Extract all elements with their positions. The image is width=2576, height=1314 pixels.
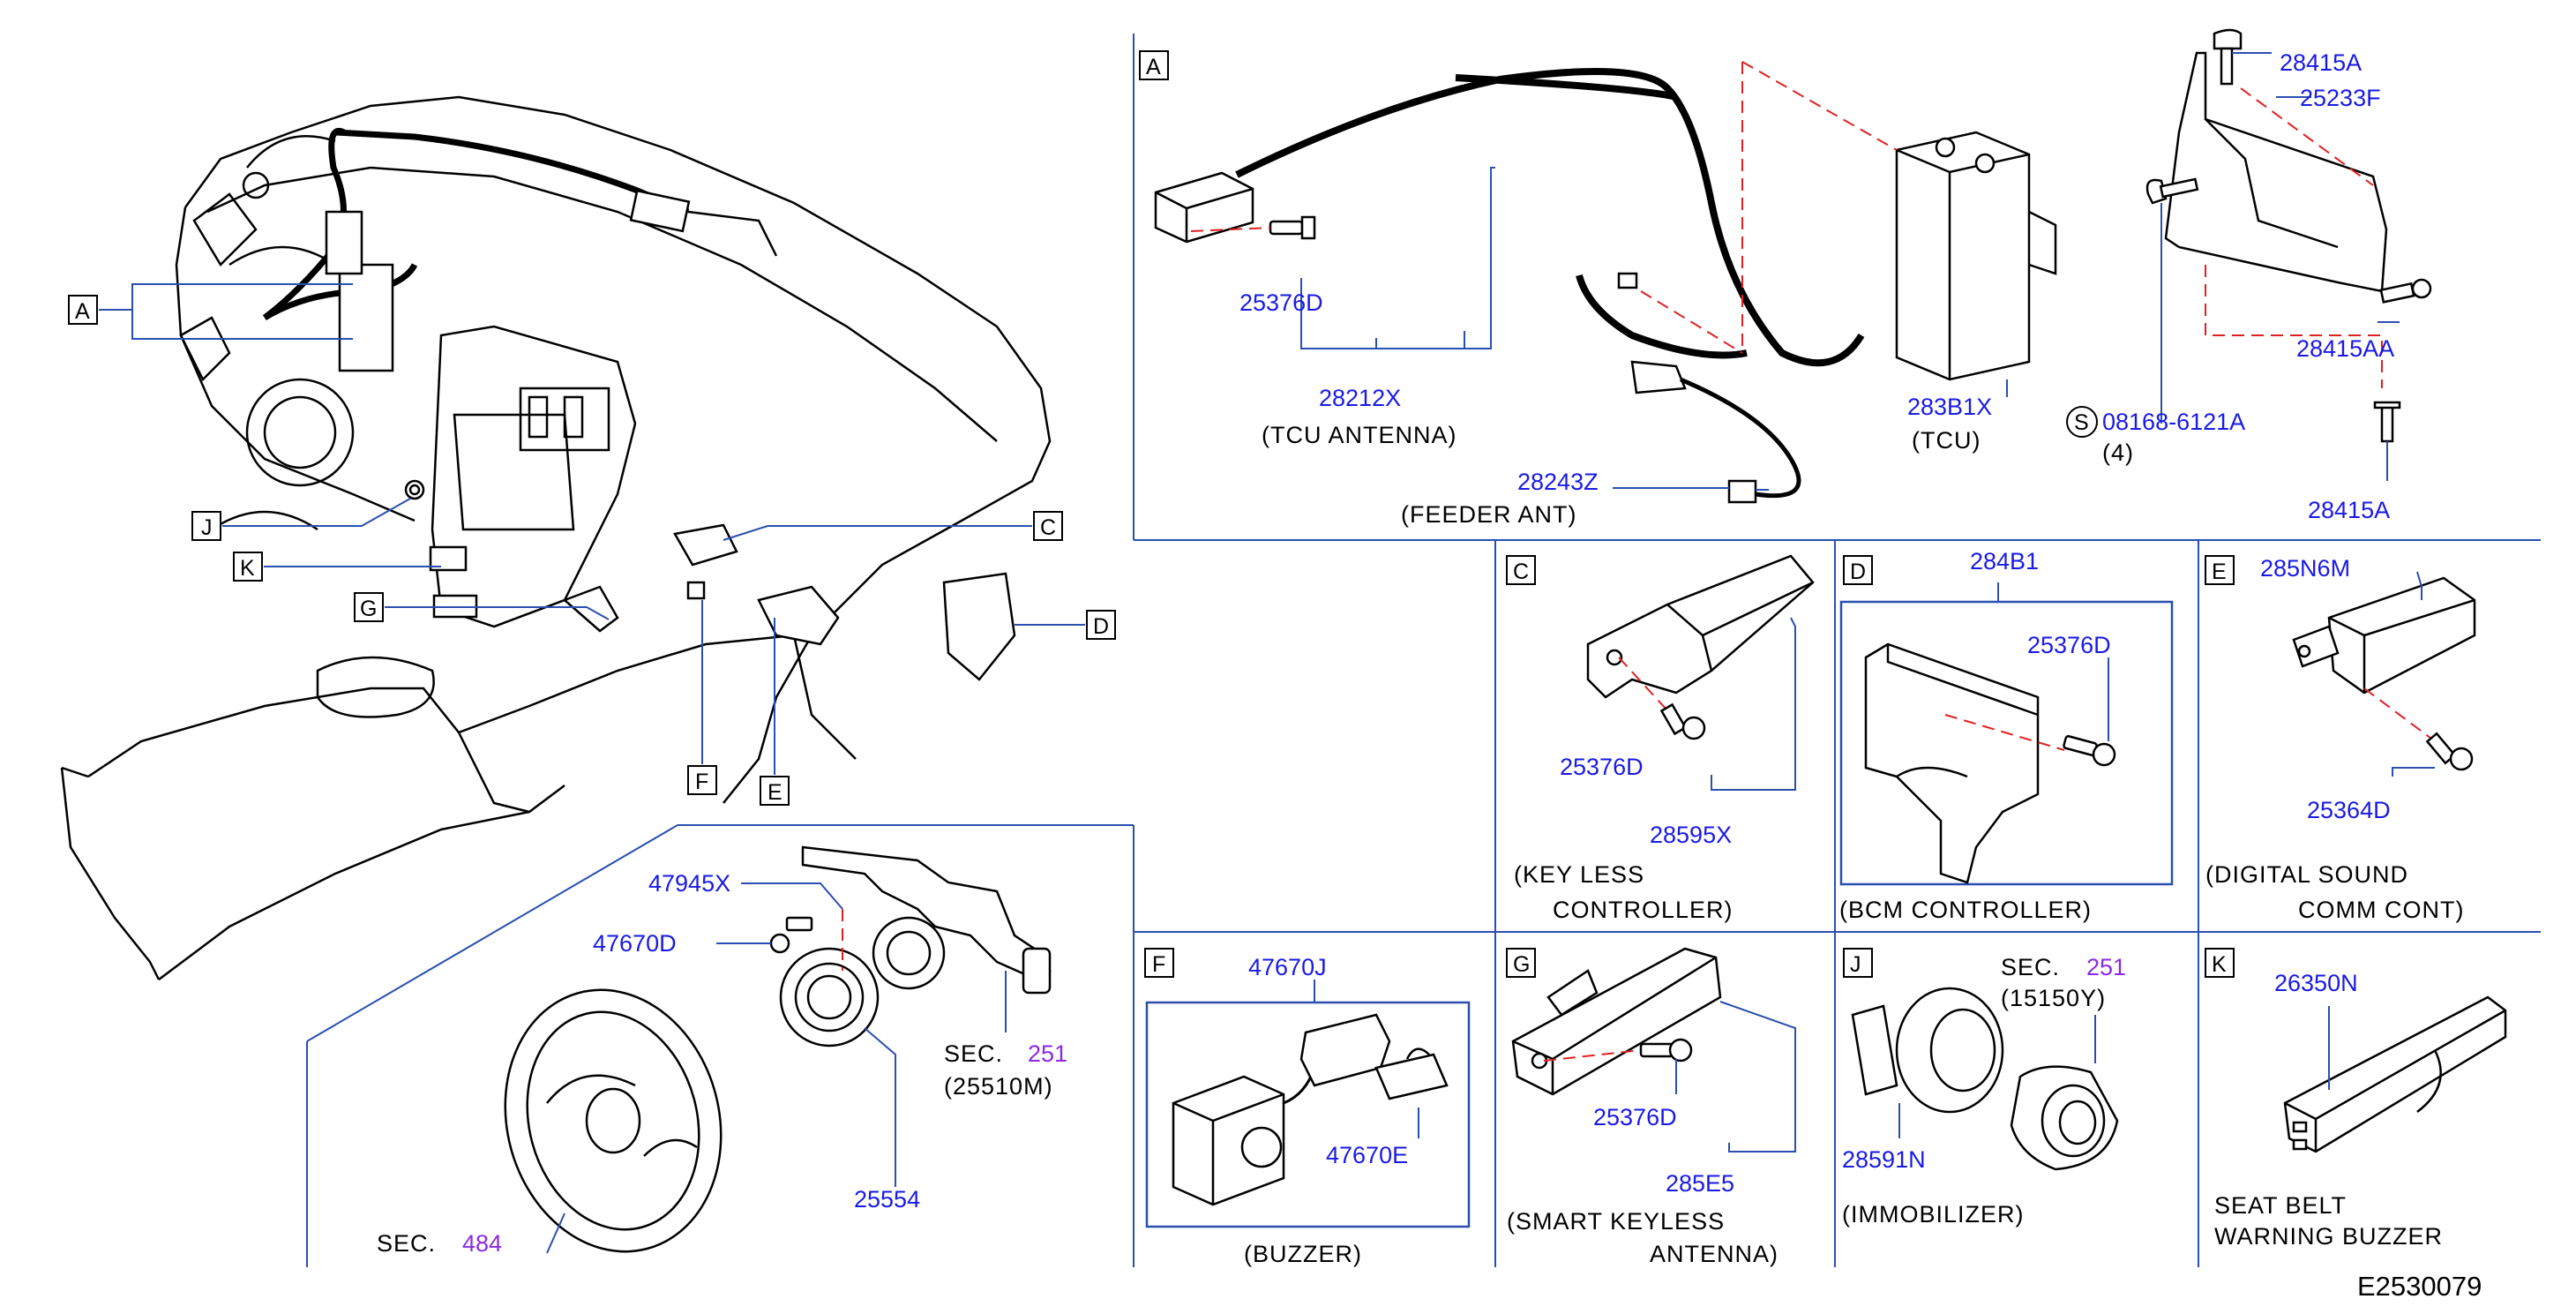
svg-text:WARNING BUZZER: WARNING BUZZER — [2214, 1223, 2443, 1250]
s-symbol — [2066, 406, 2098, 438]
callout-a: A — [68, 283, 353, 340]
svg-text:(4): (4) — [2102, 439, 2134, 466]
svg-text:251: 251 — [1028, 1040, 1067, 1067]
svg-text:284B1: 284B1 — [1970, 548, 2039, 574]
svg-text:(BCM CONTROLLER): (BCM CONTROLLER) — [1839, 897, 2092, 923]
svg-text:G: G — [360, 597, 377, 621]
svg-text:25376D: 25376D — [1239, 289, 1323, 316]
svg-text:S: S — [2074, 410, 2089, 435]
svg-text:K: K — [240, 556, 255, 581]
svg-text:47945X: 47945X — [648, 870, 730, 897]
svg-text:G: G — [1513, 952, 1530, 977]
callout-g: G — [354, 592, 610, 622]
svg-text:(SMART KEYLESS: (SMART KEYLESS — [1507, 1208, 1725, 1235]
svg-text:251: 251 — [2086, 954, 2126, 980]
svg-text:SEC.: SEC. — [2001, 954, 2060, 980]
svg-text:285N6M: 285N6M — [2260, 555, 2350, 582]
panel-j-immobilizer: J 28591N SEC. 251 (15150Y) (IMMOBILIZER) — [1842, 948, 2126, 1228]
bcm-unit — [1864, 642, 2040, 884]
svg-text:COMM CONT): COMM CONT) — [2298, 897, 2464, 923]
svg-text:25376D: 25376D — [1560, 754, 1644, 780]
svg-text:F: F — [695, 770, 708, 794]
dashboard-illustration — [60, 95, 1052, 980]
svg-text:285E5: 285E5 — [1666, 1170, 1734, 1197]
combination-switch — [801, 845, 1052, 981]
panel-k-seat-belt-buzzer: K 26350N SEAT BELT WARNING BUZZER — [2205, 948, 2507, 1250]
panel-f-buzzer: F 47670J 47670E (BUZZER) — [1144, 948, 1471, 1267]
svg-text:ANTENNA): ANTENNA) — [1650, 1241, 1778, 1267]
svg-text:28591N: 28591N — [1842, 1146, 1926, 1173]
svg-text:25364D: 25364D — [2307, 797, 2391, 823]
panel-c-keyless-controller: C 25376D 28595X (KEY LESS CONTROLLER) — [1506, 554, 1815, 923]
svg-text:D: D — [1850, 559, 1866, 584]
svg-text:D: D — [1093, 614, 1109, 639]
svg-text:08168-6121A: 08168-6121A — [2102, 409, 2245, 435]
buzzer-unit — [1172, 1075, 1285, 1206]
panel-dividers — [306, 34, 2541, 1267]
svg-text:J: J — [201, 515, 213, 540]
panel-e-digital-sound: E 285N6M 25364D (DIGITAL SOUND COMM CONT… — [2205, 555, 2476, 923]
steering-wheel — [504, 988, 723, 1253]
immobilizer-antenna — [1895, 987, 2004, 1114]
panel-g-smart-keyless-antenna: G 25376D 285E5 (SMART KEYLESS ANTENNA) — [1506, 947, 1796, 1267]
svg-text:F: F — [1152, 952, 1165, 977]
svg-text:(TCU): (TCU) — [1912, 427, 1981, 454]
panel-d-bcm: D 284B1 25376D (BCM CONTROLLER) — [1839, 548, 2174, 923]
svg-text:484: 484 — [462, 1230, 502, 1257]
svg-text:(15150Y): (15150Y) — [2001, 985, 2106, 1011]
callout-e: E — [760, 618, 790, 806]
svg-text:26350N: 26350N — [2274, 970, 2358, 996]
svg-text:47670J: 47670J — [1248, 954, 1327, 980]
svg-text:J: J — [1850, 952, 1861, 977]
svg-text:25376D: 25376D — [1593, 1104, 1677, 1130]
svg-text:SEC.: SEC. — [377, 1230, 436, 1257]
tcu-unit — [1895, 131, 2031, 381]
svg-text:SEAT BELT: SEAT BELT — [2214, 1192, 2347, 1219]
svg-text:(DIGITAL SOUND: (DIGITAL SOUND — [2205, 861, 2408, 888]
svg-text:(BUZZER): (BUZZER) — [1244, 1241, 1362, 1267]
svg-text:25376D: 25376D — [2027, 632, 2111, 658]
svg-text:C: C — [1040, 515, 1056, 540]
sound-comm-unit — [2327, 576, 2476, 695]
svg-text:E: E — [2212, 559, 2227, 584]
callout-k: K — [233, 552, 441, 582]
svg-text:28595X: 28595X — [1650, 822, 1732, 848]
svg-text:K: K — [2212, 952, 2227, 977]
keyless-antenna — [1511, 947, 1722, 1096]
panel-a-tcu: A — [1139, 28, 2432, 528]
svg-text:(KEY LESS: (KEY LESS — [1514, 861, 1644, 888]
svg-text:47670D: 47670D — [593, 930, 677, 957]
svg-text:(25510M): (25510M) — [944, 1073, 1053, 1100]
callout-d: D — [1015, 610, 1116, 640]
svg-text:C: C — [1513, 559, 1529, 584]
svg-text:28415A: 28415A — [2280, 49, 2362, 76]
callout-f: F — [687, 600, 717, 795]
overview-callouts: A J K G F E C — [68, 283, 1116, 806]
svg-text:SEC.: SEC. — [944, 1040, 1003, 1067]
keyless-controller-unit — [1586, 554, 1815, 699]
svg-text:283B1X: 283B1X — [1907, 394, 1992, 420]
svg-text:28212X: 28212X — [1319, 385, 1401, 411]
diagram-id: E2530079 — [2357, 1271, 2482, 1302]
callout-j: J — [191, 498, 411, 541]
svg-text:A: A — [1146, 55, 1161, 79]
svg-text:(FEEDER ANT): (FEEDER ANT) — [1401, 501, 1577, 528]
svg-text:25554: 25554 — [854, 1186, 920, 1213]
svg-text:CONTROLLER): CONTROLLER) — [1553, 897, 1734, 923]
svg-text:28415A: 28415A — [2308, 497, 2390, 523]
steering-section: 47945X 47670D 25554 SEC. 251 (25510M) SE… — [377, 845, 1067, 1257]
svg-text:(TCU ANTENNA): (TCU ANTENNA) — [1262, 422, 1457, 448]
svg-text:(IMMOBILIZER): (IMMOBILIZER) — [1842, 1201, 2025, 1228]
svg-text:47670E: 47670E — [1326, 1142, 1408, 1168]
svg-text:25233F: 25233F — [2300, 85, 2381, 111]
tcu-antenna — [1154, 171, 1254, 244]
svg-text:A: A — [75, 299, 90, 324]
svg-text:28243Z: 28243Z — [1517, 469, 1599, 495]
callout-c: C — [723, 511, 1063, 541]
svg-text:E: E — [768, 780, 783, 805]
svg-text:28415AA: 28415AA — [2296, 335, 2394, 362]
